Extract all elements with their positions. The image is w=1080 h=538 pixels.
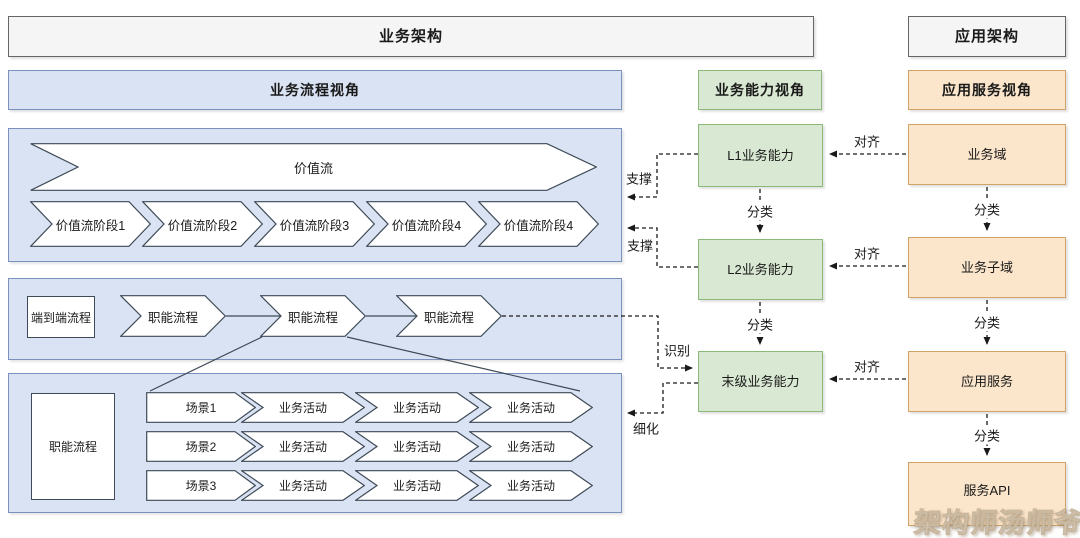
identify-label: 识别	[663, 343, 691, 359]
end-to-end-process-box: 端到端流程	[27, 296, 95, 338]
stage-label: 价值流阶段2	[167, 218, 238, 233]
functional-process-label: 职能流程	[287, 310, 338, 325]
business-activity-arrow: 业务活动	[469, 470, 593, 501]
stage-label: 价值流阶段4	[503, 218, 574, 233]
value-stream-stage-arrow: 价值流阶段4	[478, 201, 599, 247]
classify-label: 分类	[743, 314, 777, 334]
watermark-text: 架构师汤师爷	[912, 508, 1080, 538]
value-stream-stage-arrow: 价值流阶段1	[30, 201, 151, 247]
activity-label: 业务活动	[506, 440, 555, 454]
activity-label: 业务活动	[278, 401, 327, 415]
business-activity-arrow: 业务活动	[355, 392, 479, 423]
align-label: 对齐	[853, 246, 881, 262]
functional-process-arrow: 职能流程	[260, 295, 366, 337]
scenario-arrow: 场景2	[146, 431, 256, 462]
value-stream-stage-arrow: 价值流阶段3	[254, 201, 375, 247]
functional-process-arrow: 职能流程	[396, 295, 502, 337]
activity-label: 业务活动	[392, 440, 441, 454]
activity-label: 业务活动	[506, 401, 555, 415]
value-stream-stage-arrow: 价值流阶段2	[142, 201, 263, 247]
functional-process-box: 职能流程	[31, 393, 115, 500]
align-label: 对齐	[853, 134, 881, 150]
activity-label: 业务活动	[392, 401, 441, 415]
stage-label: 价值流阶段1	[55, 218, 126, 233]
stage-label: 价值流阶段4	[391, 218, 462, 233]
l2-capability-box: L2业务能力	[698, 239, 823, 300]
business-capability-view-header: 业务能力视角	[698, 70, 822, 110]
scenario-label: 场景3	[185, 479, 217, 493]
business-subdomain-box: 业务子域	[908, 237, 1066, 298]
classify-label: 分类	[970, 199, 1004, 219]
application-architecture-header: 应用架构	[908, 16, 1066, 57]
activity-label: 业务活动	[506, 479, 555, 493]
functional-process-label: 职能流程	[423, 310, 474, 325]
value-stream-stage-arrow: 价值流阶段4	[366, 201, 487, 247]
business-domain-box: 业务域	[908, 124, 1066, 185]
business-activity-arrow: 业务活动	[469, 431, 593, 462]
business-activity-arrow: 业务活动	[241, 392, 365, 423]
value-stream-label: 价值流	[293, 160, 333, 176]
leaf-capability-box: 末级业务能力	[698, 351, 823, 412]
refine-label: 细化	[632, 421, 660, 437]
activity-label: 业务活动	[278, 440, 327, 454]
align-label: 对齐	[853, 359, 881, 375]
business-process-view-header: 业务流程视角	[8, 70, 622, 110]
scenario-arrow: 场景1	[146, 392, 256, 423]
classify-label: 分类	[970, 312, 1004, 332]
functional-process-label: 职能流程	[147, 310, 198, 325]
activity-label: 业务活动	[278, 479, 327, 493]
refine-arrow	[627, 382, 698, 417]
functional-process-arrow: 职能流程	[120, 295, 226, 337]
business-activity-arrow: 业务活动	[241, 431, 365, 462]
business-activity-arrow: 业务活动	[355, 470, 479, 501]
scenario-label: 场景1	[185, 401, 217, 415]
service-api-box: 服务API	[908, 462, 1066, 526]
business-activity-arrow: 业务活动	[355, 431, 479, 462]
application-service-view-header: 应用服务视角	[908, 70, 1066, 110]
support-label: 支撑	[626, 238, 654, 254]
l1-capability-box: L1业务能力	[698, 124, 823, 187]
application-service-box: 应用服务	[908, 351, 1066, 412]
activity-label: 业务活动	[392, 479, 441, 493]
classify-label: 分类	[970, 425, 1004, 445]
business-activity-arrow: 业务活动	[469, 392, 593, 423]
classify-label: 分类	[743, 201, 777, 221]
business-activity-arrow: 业务活动	[241, 470, 365, 501]
scenario-label: 场景2	[185, 440, 217, 454]
scenario-arrow: 场景3	[146, 470, 256, 501]
business-architecture-header: 业务架构	[8, 16, 814, 57]
stage-label: 价值流阶段3	[279, 218, 350, 233]
value-stream-arrow: 价值流	[30, 143, 597, 191]
support-label: 支撑	[625, 171, 653, 187]
